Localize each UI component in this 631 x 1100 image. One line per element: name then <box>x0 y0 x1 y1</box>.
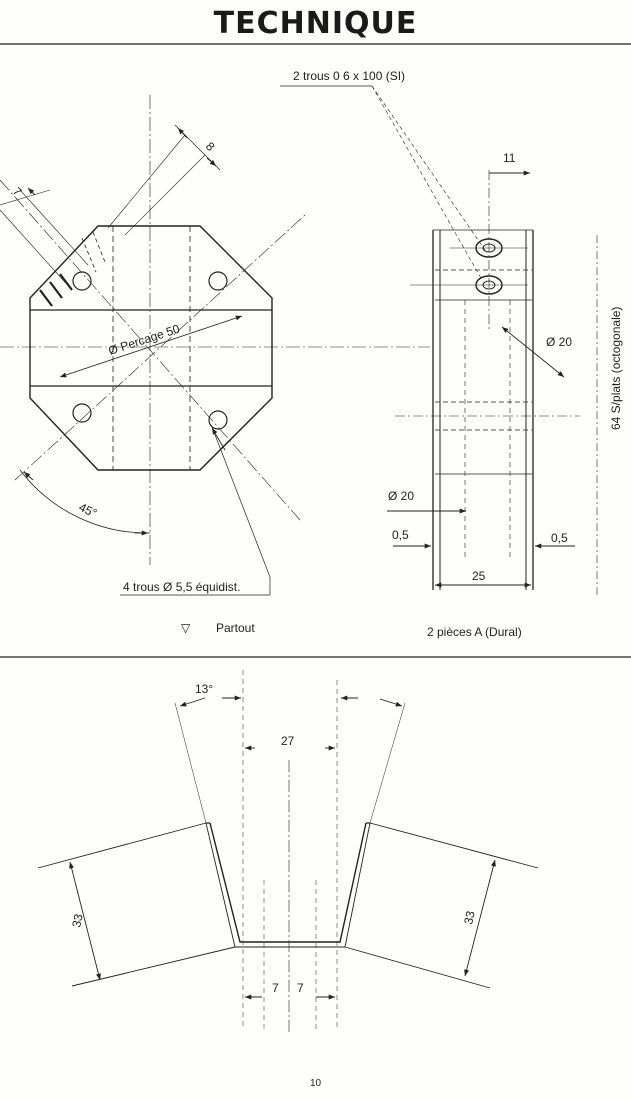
dim-11: 11 <box>503 151 516 165</box>
dim-7-right: 7 <box>297 981 304 995</box>
angle-45: 45° <box>77 500 100 520</box>
side-view <box>280 85 598 595</box>
dim-05-left: 0,5 <box>392 528 409 542</box>
finish-symbol: ▽ <box>181 621 191 635</box>
bent-profile-view <box>37 670 539 1035</box>
flats-label: 64 S/plats (octogonale) <box>609 307 623 430</box>
four-holes-label: 4 trous Ø 5,5 équidist. <box>123 580 240 594</box>
page-number: 10 <box>309 1078 322 1089</box>
octagon-plate-view <box>0 95 430 596</box>
finish-label: Partout <box>216 621 255 635</box>
dim-7-left: 7 <box>272 981 279 995</box>
dim-d20-side: Ø 20 <box>546 335 572 349</box>
pieces-label: 2 pièces A (Dural) <box>427 625 522 639</box>
page-title: TECHNIQUE <box>213 6 418 41</box>
dim-27: 27 <box>281 734 295 748</box>
holes-label: 2 trous 0 6 x 100 (SI) <box>293 69 405 83</box>
dim-33-left: 33 <box>69 912 86 928</box>
dim-7: 7 <box>10 184 25 199</box>
dim-33-right: 33 <box>461 909 478 925</box>
dim-05-right: 0,5 <box>551 531 568 545</box>
dim-25: 25 <box>472 569 486 583</box>
dim-8: 8 <box>203 139 218 154</box>
dim-d20-left: Ø 20 <box>388 489 414 503</box>
angle-13: 13° <box>195 682 213 696</box>
